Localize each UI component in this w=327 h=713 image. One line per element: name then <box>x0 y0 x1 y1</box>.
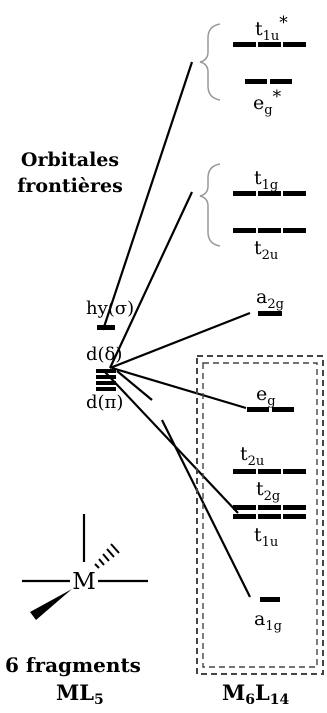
fragment-levels <box>96 325 116 391</box>
ml5-structure: M <box>22 514 148 620</box>
t1u-label: t1u <box>254 524 278 550</box>
t1u-star-label: t1u* <box>255 13 288 44</box>
complex-formula: M6L14 <box>222 680 290 708</box>
mo-levels <box>233 42 306 602</box>
hashed-bond <box>94 543 120 569</box>
d-delta-label: d(δ) <box>86 344 122 365</box>
frontier-box <box>196 355 324 675</box>
eg-label: eg <box>256 383 276 409</box>
correlation-lines <box>101 61 251 598</box>
wedge-bond <box>30 589 72 620</box>
d-pi-level-2 <box>96 387 116 391</box>
hy-level <box>97 325 115 330</box>
d-delta-level-1 <box>96 369 116 373</box>
d-pi-label: d(π) <box>86 392 123 413</box>
t2u-label: t2u <box>240 443 264 469</box>
a1g-label: a1g <box>254 608 282 634</box>
metal-label: M <box>72 569 96 595</box>
t1g-label: t1g <box>254 167 278 193</box>
eg-star-label: eg* <box>253 87 282 118</box>
frontier-braces <box>199 23 221 247</box>
hy-sigma-label: hy(σ) <box>86 298 134 319</box>
frontier-label-line1: Orbitales <box>21 149 119 171</box>
d-delta-level-2 <box>96 375 116 379</box>
t2g-label: t2g <box>256 478 280 504</box>
a2g-label: a2g <box>256 286 284 312</box>
d-pi-level-1 <box>96 381 116 385</box>
t2u-top-label: t2u <box>254 237 278 263</box>
frontier-label-line2: frontières <box>17 175 123 197</box>
fragment-count-label: 6 fragments <box>5 653 141 677</box>
fragment-formula: ML5 <box>56 680 104 708</box>
